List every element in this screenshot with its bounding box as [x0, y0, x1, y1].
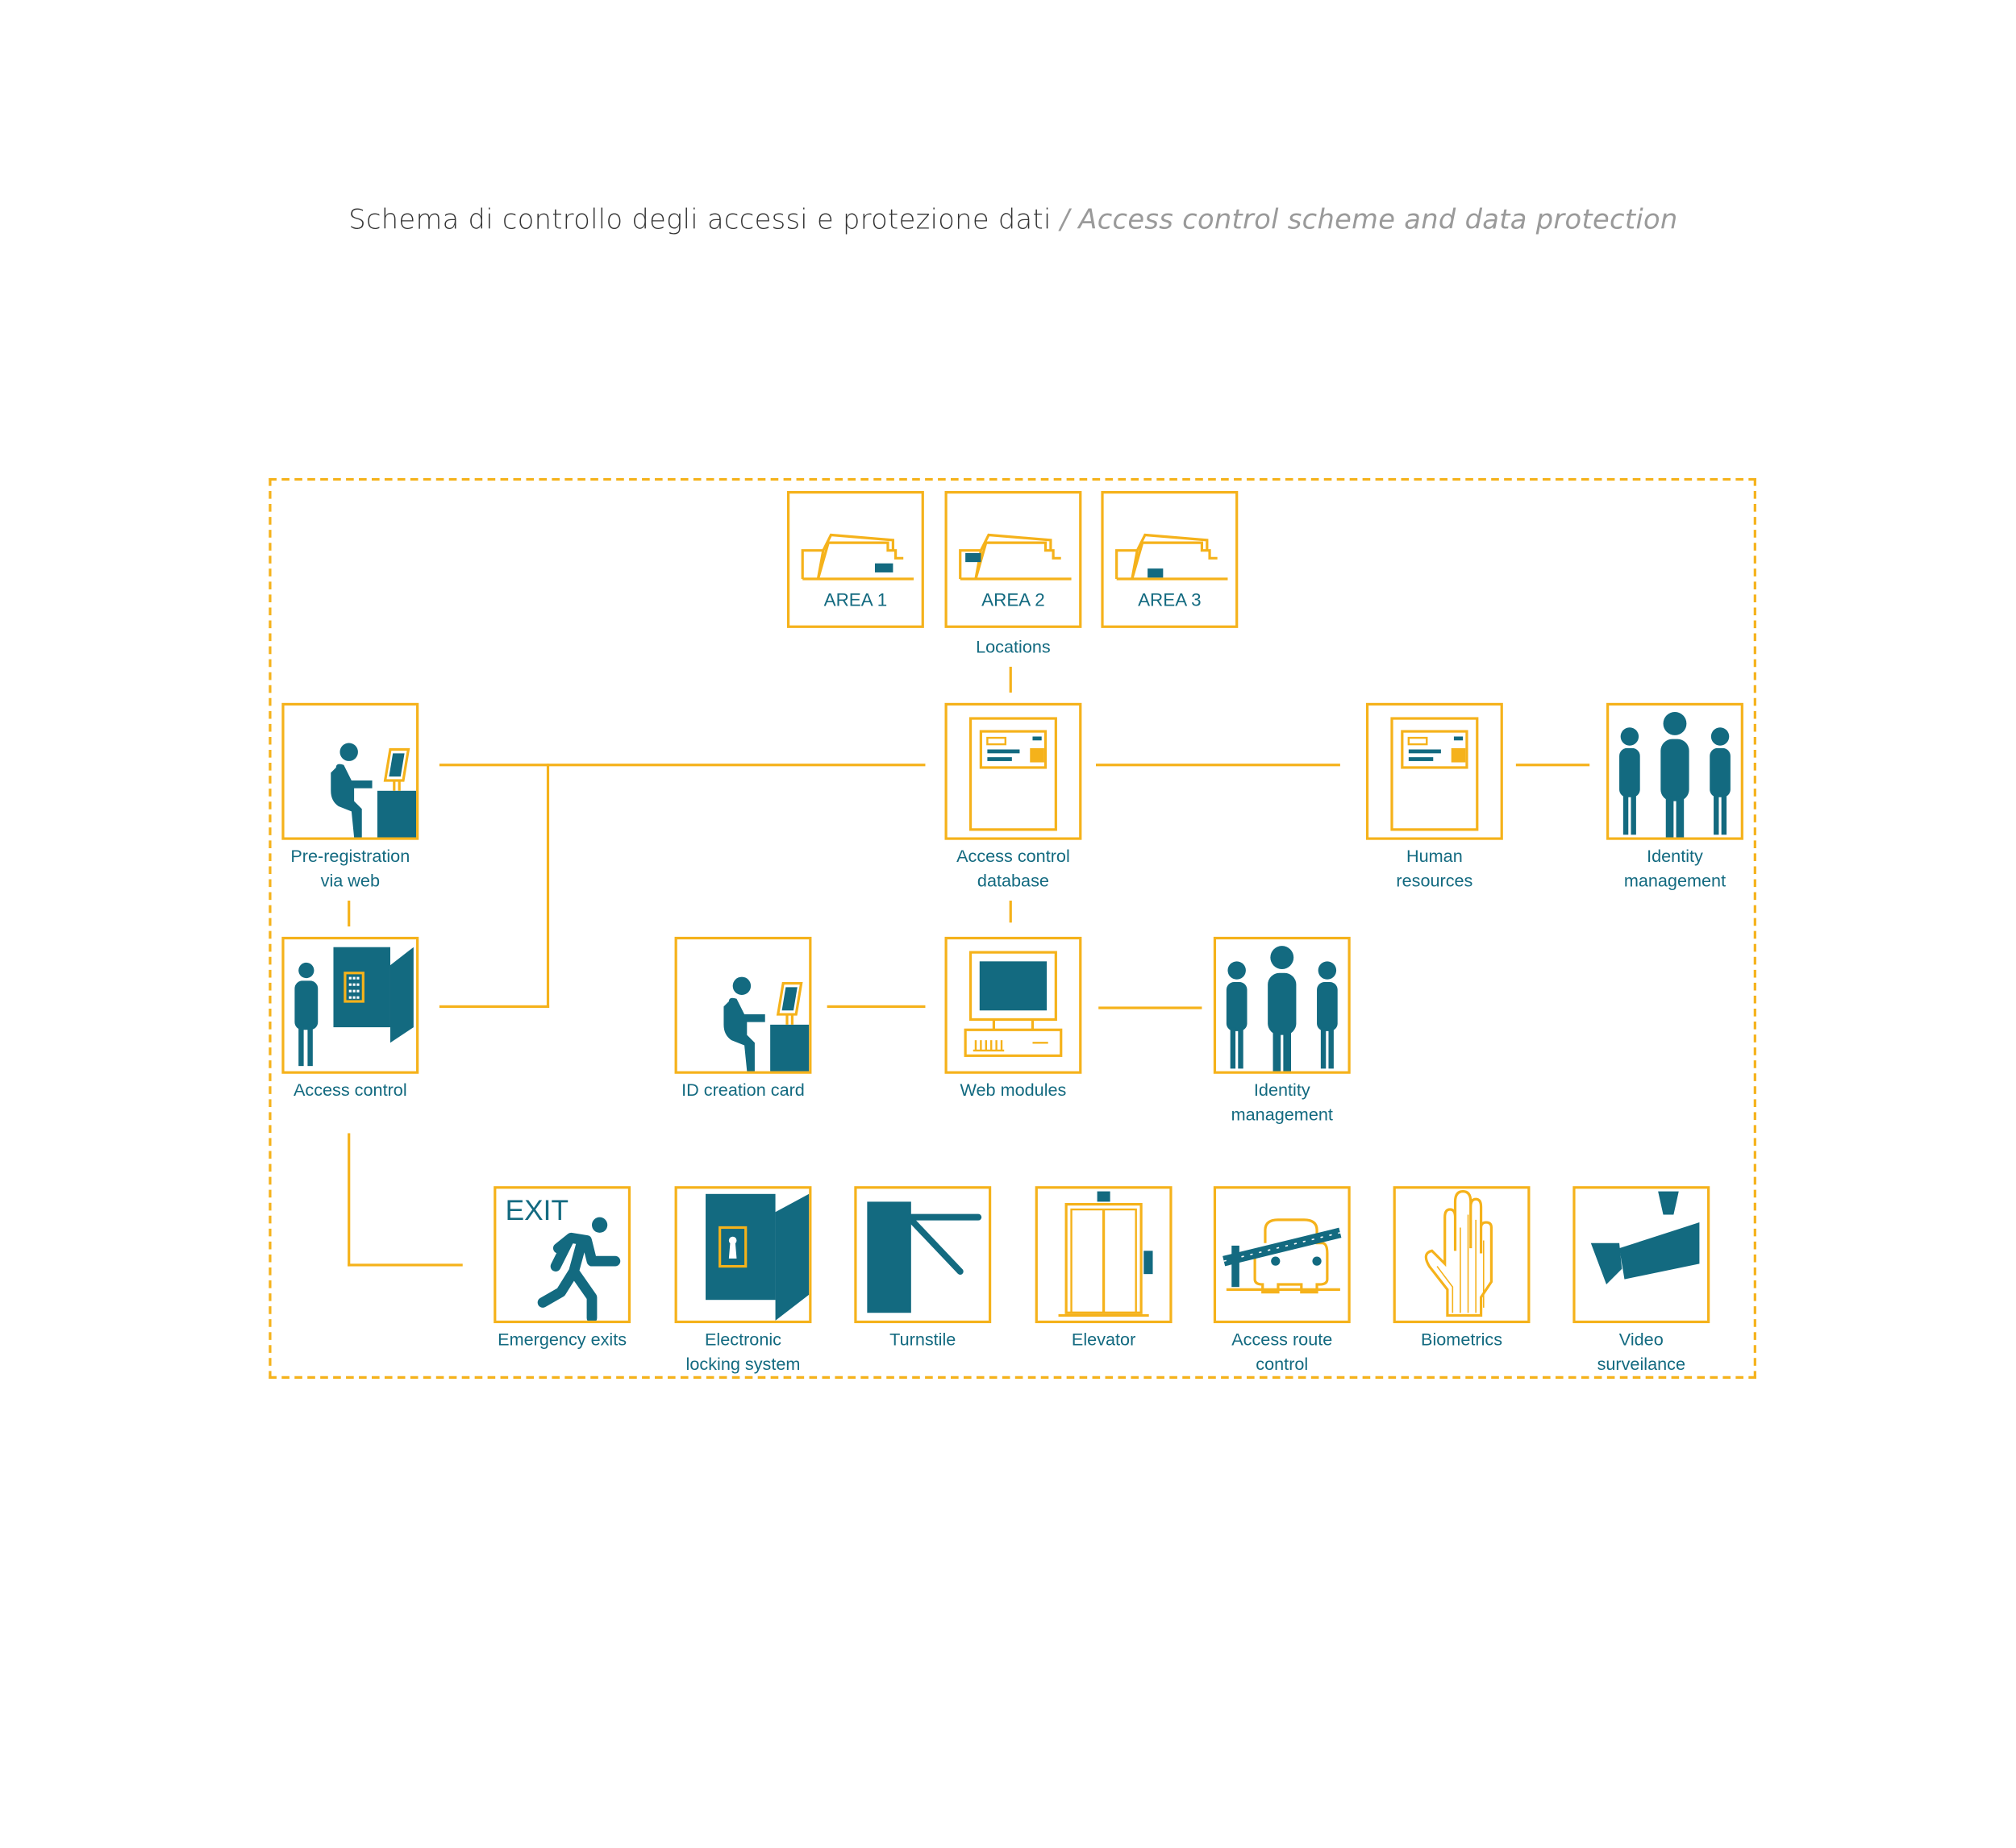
node-label: ID creation card [681, 1080, 805, 1100]
node-access-control-database[interactable]: Access control database [944, 702, 1082, 890]
node-label: control [1256, 1354, 1309, 1374]
node-biometrics[interactable]: Biometrics [1393, 1186, 1531, 1349]
node-access-route-control[interactable]: Access route control [1213, 1186, 1351, 1374]
node-label: Emergency exits [498, 1330, 627, 1350]
node-label: Human [1406, 846, 1463, 866]
node-label: Elevator [1071, 1330, 1136, 1350]
title-italian: Schema di controllo degli accessi e prot… [348, 204, 1052, 235]
node-turnstile[interactable]: Turnstile [854, 1186, 992, 1349]
node-label: management [1231, 1105, 1333, 1125]
node-label: Identity [1647, 846, 1703, 866]
node-identity-management-top[interactable]: Identity management [1606, 702, 1743, 890]
node-id-creation-card[interactable]: ID creation card [674, 936, 812, 1100]
node-access-control[interactable]: Access control [281, 936, 419, 1100]
node-video-surveillance[interactable]: Video surveilance [1572, 1186, 1710, 1374]
node-label: Electronic [704, 1330, 781, 1350]
node-label: surveilance [1597, 1354, 1686, 1374]
node-identity-management-mid[interactable]: Identity management [1213, 936, 1351, 1124]
area-label: AREA 3 [1138, 589, 1202, 610]
connector [827, 1005, 926, 1009]
person-door-keypad-icon [294, 947, 414, 1067]
turnstile-icon [867, 1201, 982, 1313]
area-label: AREA 1 [823, 589, 888, 610]
connector [1096, 764, 1340, 767]
database-cabinet-icon [1390, 717, 1479, 831]
folder-location-icon [959, 533, 1073, 581]
page-title: Schema di controllo degli accessi e prot… [0, 204, 2016, 235]
connector [348, 1263, 463, 1267]
node-label: Access control [956, 846, 1070, 866]
node-label: Identity [1253, 1080, 1310, 1100]
camera-icon [1590, 1191, 1700, 1284]
node-label: locking system [685, 1354, 801, 1374]
node-label: Turnstile [889, 1330, 956, 1350]
car-barrier-icon [1223, 1218, 1342, 1294]
connector [1098, 1006, 1202, 1009]
node-elevator[interactable]: Elevator [1035, 1186, 1173, 1349]
exit-sign-text: EXIT [505, 1193, 569, 1226]
node-label: Pre-registration [290, 846, 410, 866]
locations-label: Locations [976, 637, 1051, 657]
node-label: Web modules [960, 1080, 1067, 1100]
area-2[interactable]: AREA 2 [944, 490, 1082, 628]
running-exit-icon [537, 1217, 621, 1321]
node-emergency-exits[interactable]: EXIT Emergency exits [494, 1186, 631, 1349]
area-1[interactable]: AREA 1 [786, 490, 924, 628]
title-english: Access control scheme and data protectio… [1078, 204, 1678, 235]
node-pre-registration[interactable]: Pre-registration via web [281, 702, 419, 890]
node-label: Access control [293, 1080, 407, 1100]
people-group-icon [1226, 946, 1338, 1072]
desktop-computer-icon [964, 951, 1063, 1057]
connector [439, 1005, 550, 1009]
elevator-icon [1058, 1191, 1153, 1317]
hand-icon [1424, 1189, 1493, 1317]
folder-location-icon [801, 533, 915, 581]
area-label: AREA 2 [981, 589, 1045, 610]
title-separator: / [1051, 204, 1079, 235]
node-label: Access route [1231, 1330, 1333, 1350]
connector [1009, 666, 1012, 693]
door-keyhole-icon [706, 1193, 810, 1321]
node-label: management [1623, 871, 1727, 891]
people-group-icon [1619, 712, 1731, 838]
node-label: Video [1618, 1330, 1664, 1350]
folder-location-icon [1115, 533, 1230, 581]
connector [1009, 901, 1012, 923]
node-label: resources [1396, 871, 1473, 891]
node-electronic-locking-system[interactable]: Electronic locking system [674, 1186, 812, 1374]
area-3[interactable]: AREA 3 [1101, 490, 1239, 628]
person-at-computer-icon [722, 975, 810, 1072]
node-label: via web [320, 871, 380, 891]
node-label: Biometrics [1421, 1330, 1503, 1350]
connector [348, 901, 351, 927]
connector [546, 764, 550, 1009]
person-at-computer-icon [329, 741, 417, 838]
connector [1515, 764, 1590, 767]
database-cabinet-icon [968, 717, 1057, 831]
system-boundary [269, 477, 1756, 1379]
node-web-modules[interactable]: Web modules [944, 936, 1082, 1100]
connector [439, 764, 926, 767]
connector [348, 1133, 351, 1267]
node-label: database [977, 871, 1049, 891]
node-human-resources[interactable]: Human resources [1365, 702, 1503, 890]
